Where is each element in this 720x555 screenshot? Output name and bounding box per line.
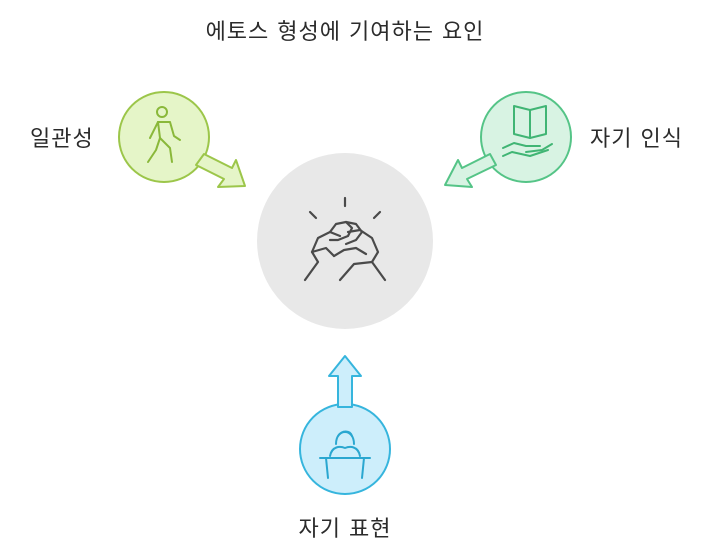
center-node — [257, 153, 433, 329]
handshake-icon — [303, 196, 387, 282]
factor-label-self-awareness: 자기 인식 — [590, 127, 683, 152]
book-in-hand-icon — [502, 105, 553, 157]
walking-person-icon — [147, 106, 181, 163]
factor-label-self-expression: 자기 표현 — [298, 517, 392, 542]
factor-node-self-expression — [299, 355, 391, 495]
factor-circle-consistency — [118, 91, 210, 183]
factor-label-consistency: 일관성 — [30, 127, 94, 152]
factor-node-consistency — [118, 91, 246, 188]
center-circle — [257, 153, 433, 329]
factor-circle-self-expression — [299, 403, 391, 495]
factor-node-self-awareness — [444, 91, 572, 188]
arrow-self-awareness — [444, 153, 497, 188]
diagram-title: 에토스 형성에 기여하는 요인 — [205, 20, 485, 45]
arrow-consistency — [195, 153, 246, 188]
speaker-at-podium-icon — [319, 430, 371, 479]
arrow-self-expression — [328, 355, 362, 408]
